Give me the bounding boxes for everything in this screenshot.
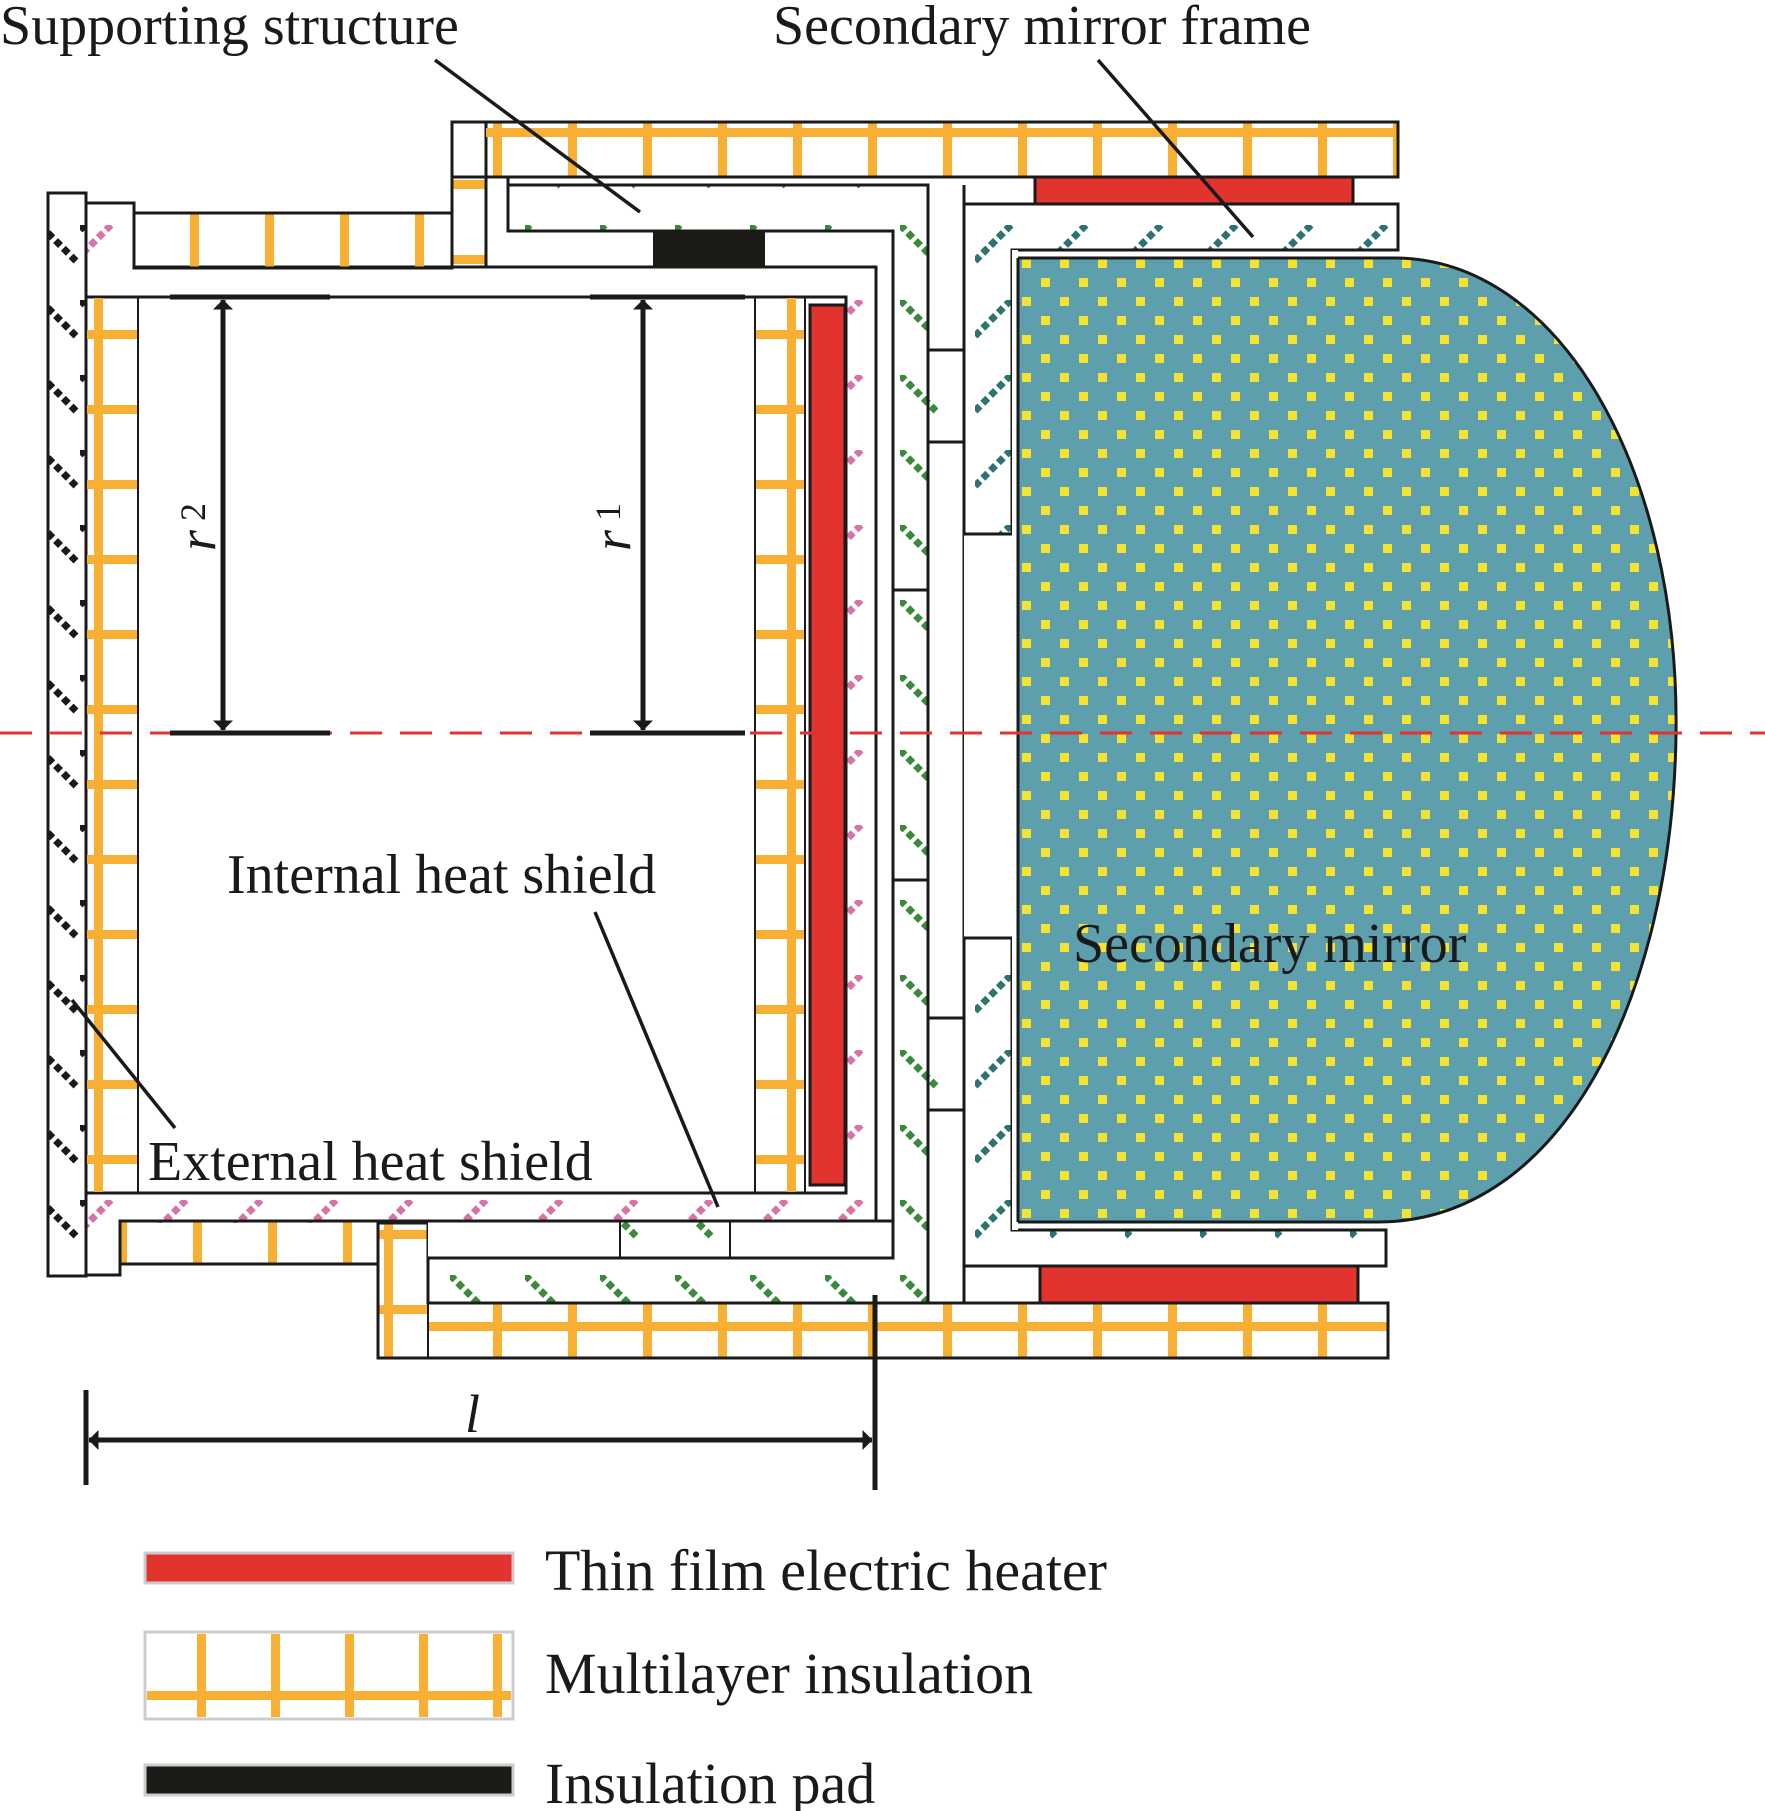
mli-bottom-left bbox=[118, 1219, 380, 1266]
mli-inner-right bbox=[754, 296, 806, 1194]
legend-swatch-heater bbox=[143, 1551, 515, 1585]
legend-label-pad: Insulation pad bbox=[545, 1751, 875, 1811]
mli-bottom bbox=[376, 1221, 1390, 1360]
secondary-mirror-frame bbox=[962, 202, 1400, 1268]
heater-bottom bbox=[1038, 1264, 1360, 1305]
legend-item-mli: Multilayer insulation bbox=[143, 1630, 1033, 1721]
legend-swatch-pad bbox=[143, 1763, 515, 1797]
legend: Thin film electric heater Multilayer ins… bbox=[143, 1538, 1107, 1811]
label-internal-heat-shield: Internal heat shield bbox=[227, 844, 656, 906]
dimension-r2 bbox=[170, 294, 330, 736]
heater-top bbox=[1033, 175, 1355, 206]
heater-inner bbox=[808, 303, 847, 1187]
mli-inner-left bbox=[85, 296, 139, 1194]
mli-top-step bbox=[450, 120, 488, 269]
dimension-r1 bbox=[590, 294, 745, 736]
legend-label-mli: Multilayer insulation bbox=[545, 1641, 1033, 1706]
r2-label: r 2 bbox=[167, 503, 227, 551]
legend-item-heater: Thin film electric heater bbox=[143, 1538, 1107, 1603]
label-external-heat-shield: External heat shield bbox=[148, 1131, 593, 1193]
leader-supporting-structure bbox=[433, 58, 642, 214]
label-supporting-structure: Supporting structure bbox=[0, 0, 459, 57]
l-label: l bbox=[465, 1384, 480, 1444]
external-heat-shield bbox=[84, 201, 878, 1277]
legend-item-pad: Insulation pad bbox=[143, 1751, 875, 1811]
leader-external-heat-shield bbox=[70, 998, 177, 1130]
insulation-pad bbox=[653, 231, 765, 267]
r1-subscript: 1 bbox=[588, 503, 628, 521]
leader-secondary-mirror-frame bbox=[1096, 58, 1255, 239]
r1-symbol: r bbox=[582, 529, 642, 551]
leader-internal-heat-shield bbox=[593, 911, 720, 1208]
legend-swatch-mli bbox=[143, 1630, 515, 1721]
secondary-mirror bbox=[1016, 256, 1678, 1224]
label-secondary-mirror: Secondary mirror bbox=[1073, 913, 1467, 975]
supporting-structure bbox=[428, 177, 966, 1305]
r2-subscript: 2 bbox=[173, 503, 213, 521]
r1-label: r 1 bbox=[582, 503, 642, 551]
mli-top bbox=[450, 120, 1400, 179]
mli-top-left bbox=[132, 211, 454, 270]
r2-symbol: r bbox=[167, 529, 227, 551]
dimension-l bbox=[83, 1295, 878, 1490]
label-secondary-mirror-frame: Secondary mirror frame bbox=[773, 0, 1311, 57]
legend-label-heater: Thin film electric heater bbox=[545, 1538, 1107, 1603]
